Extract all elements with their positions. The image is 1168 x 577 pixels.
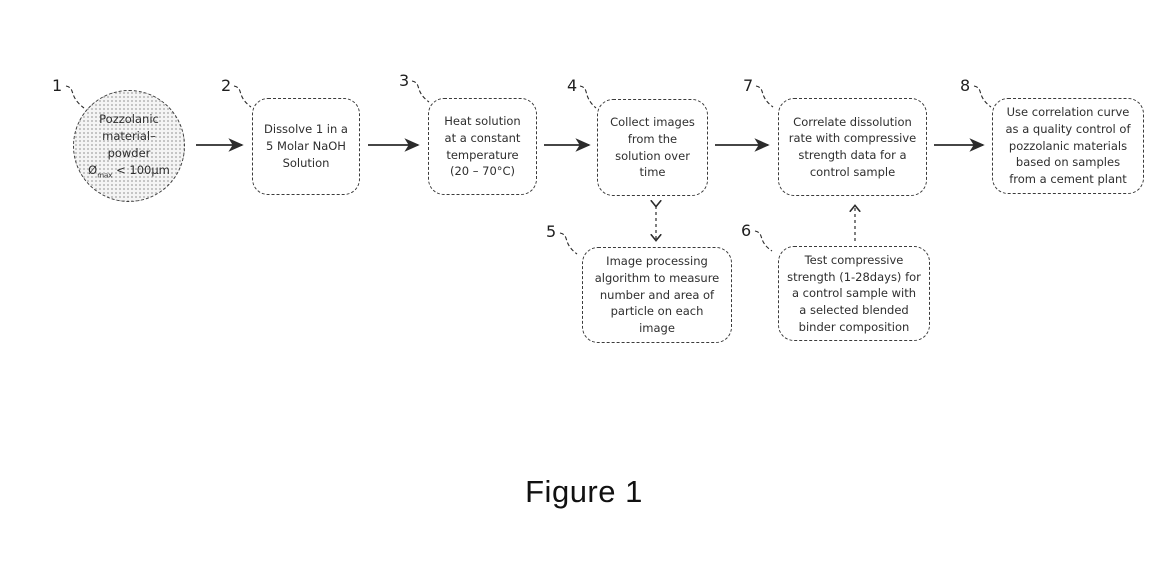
- node-1-line1: Pozzolanic: [99, 111, 159, 126]
- node-4-text: Collect images from the solution over ti…: [610, 115, 695, 180]
- leader-8: [973, 85, 992, 108]
- leader-7: [755, 85, 774, 108]
- leader-6: [754, 230, 773, 252]
- ref-num-1: 1: [52, 76, 63, 95]
- node-7-text: Correlate dissolution rate with compress…: [788, 114, 917, 179]
- node-5-text: Image processing algorithm to measure nu…: [594, 254, 720, 336]
- node-6-text: Test compressive strength (1-28days) for…: [787, 252, 921, 334]
- ref-num-8: 8: [960, 76, 971, 95]
- node-collect-images: Collect images from the solution over ti…: [597, 99, 708, 196]
- node-2-text: Dissolve 1 in a 5 Molar NaOH Solution: [264, 122, 348, 170]
- ref-num-7: 7: [743, 76, 754, 95]
- node-correlate-dissolution: Correlate dissolution rate with compress…: [778, 98, 927, 196]
- node-8-text: Use correlation curve as a quality contr…: [1005, 105, 1131, 187]
- dashed-arrows: [656, 206, 855, 241]
- leader-2: [233, 85, 252, 108]
- leader-5: [559, 232, 578, 255]
- node-use-correlation-curve: Use correlation curve as a quality contr…: [992, 98, 1144, 194]
- leader-4: [579, 85, 597, 109]
- ref-num-6: 6: [741, 221, 752, 240]
- node-test-compressive-strength: Test compressive strength (1-28days) for…: [778, 246, 930, 341]
- node-image-processing: Image processing algorithm to measure nu…: [582, 247, 732, 343]
- node-heat-solution: Heat solution at a constant temperature …: [428, 98, 537, 195]
- ref-num-4: 4: [567, 76, 578, 95]
- leader-1: [65, 85, 85, 109]
- ref-num-5: 5: [546, 222, 557, 241]
- node-1-line2: material–: [102, 128, 156, 143]
- ref-num-2: 2: [221, 76, 232, 95]
- leader-3: [411, 80, 430, 103]
- figure-caption: Figure 1: [525, 474, 643, 509]
- node-1-diameter: Ømax < 100µm: [88, 163, 170, 180]
- node-3-text: Heat solution at a constant temperature …: [444, 114, 521, 179]
- node-dissolve-naoh: Dissolve 1 in a 5 Molar NaOH Solution: [252, 98, 360, 195]
- ref-num-3: 3: [399, 71, 410, 90]
- node-1-line3: powder: [107, 146, 151, 161]
- node-pozzolanic-material: Pozzolanic material– powder Ømax < 100µm: [73, 90, 185, 202]
